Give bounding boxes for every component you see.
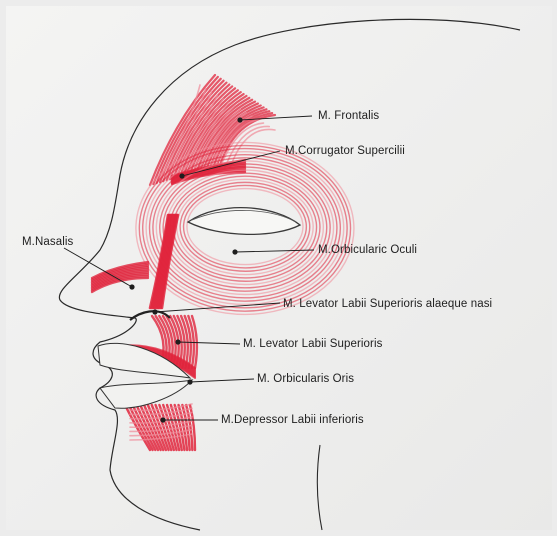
leader-frontalis-dot: [237, 117, 242, 122]
label-levator-alaeque-nasi: M. Levator Labii Superioris alaeque nasi: [283, 298, 492, 310]
label-orbicularis-oculi: M.Orbicularic Oculi: [318, 244, 417, 256]
label-frontalis: M. Frontalis: [318, 110, 379, 122]
label-corrugator-supercilii: M.Corrugator Supercilii: [285, 145, 405, 157]
leader-orbicularis-oculi-dot: [232, 249, 237, 254]
leader-depressor-dot: [160, 417, 165, 422]
label-nasalis: M.Nasalis: [22, 236, 73, 248]
leader-orbicularis-oris-dot: [187, 379, 192, 384]
leader-nasalis-dot: [129, 284, 134, 289]
leader-levator-dot: [175, 339, 180, 344]
leader-levator-alaeque-dot: [152, 309, 157, 314]
label-levator-labii-superioris: M. Levator Labii Superioris: [243, 338, 383, 350]
label-orbicularis-oris: M. Orbicularis Oris: [257, 373, 354, 385]
leader-corrugator-dot: [179, 173, 184, 178]
label-depressor-labii-inferioris: M.Depressor Labii inferioris: [221, 414, 364, 426]
